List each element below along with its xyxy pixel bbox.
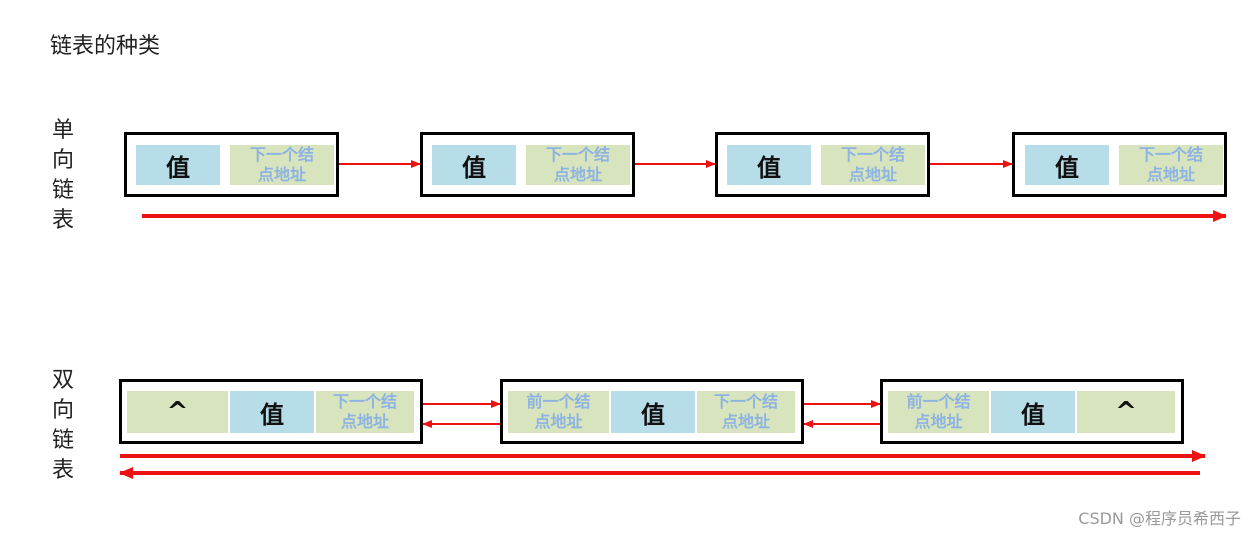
single-label-char: 向 [51,148,74,173]
value-cell: 值 [991,391,1075,433]
value-cell: 值 [230,391,314,433]
page-title: 链表的种类 [50,34,161,59]
value-cell: 值 [611,391,695,433]
next-pointer-cell: 下一个结 点地址 [697,391,795,433]
single-label-char: 表 [51,208,74,233]
double-node-3: 前一个结 点地址 值 ^ [880,379,1184,444]
next-pointer-cell: 下一个结 点地址 [230,145,334,185]
single-node-3: 值 下一个结 点地址 [715,132,930,197]
watermark: CSDN @程序员希西子 [1078,509,1241,528]
prev-null-cell: ^ [127,391,228,433]
single-list-label: 单 向 链 表 [50,116,76,236]
prev-pointer-cell: 前一个结 点地址 [508,391,609,433]
single-label-char: 链 [51,178,74,203]
next-pointer-cell: 下一个结 点地址 [821,145,925,185]
next-pointer-cell: 下一个结 点地址 [316,391,414,433]
single-node-4: 值 下一个结 点地址 [1012,132,1227,197]
value-cell: 值 [432,145,516,185]
double-label-char: 双 [51,368,74,393]
double-list-label: 双 向 链 表 [50,366,76,486]
next-pointer-cell: 下一个结 点地址 [1119,145,1223,185]
double-label-char: 链 [51,428,74,453]
value-cell: 值 [136,145,220,185]
value-cell: 值 [1025,145,1109,185]
single-node-1: 值 下一个结 点地址 [124,132,339,197]
next-pointer-cell: 下一个结 点地址 [526,145,630,185]
double-node-1: ^ 值 下一个结 点地址 [119,379,423,444]
double-label-char: 向 [51,398,74,423]
prev-pointer-cell: 前一个结 点地址 [888,391,989,433]
single-label-char: 单 [51,118,74,143]
value-cell: 值 [727,145,811,185]
next-null-cell: ^ [1077,391,1175,433]
double-label-char: 表 [51,458,74,483]
double-node-2: 前一个结 点地址 值 下一个结 点地址 [500,379,804,444]
single-node-2: 值 下一个结 点地址 [420,132,635,197]
